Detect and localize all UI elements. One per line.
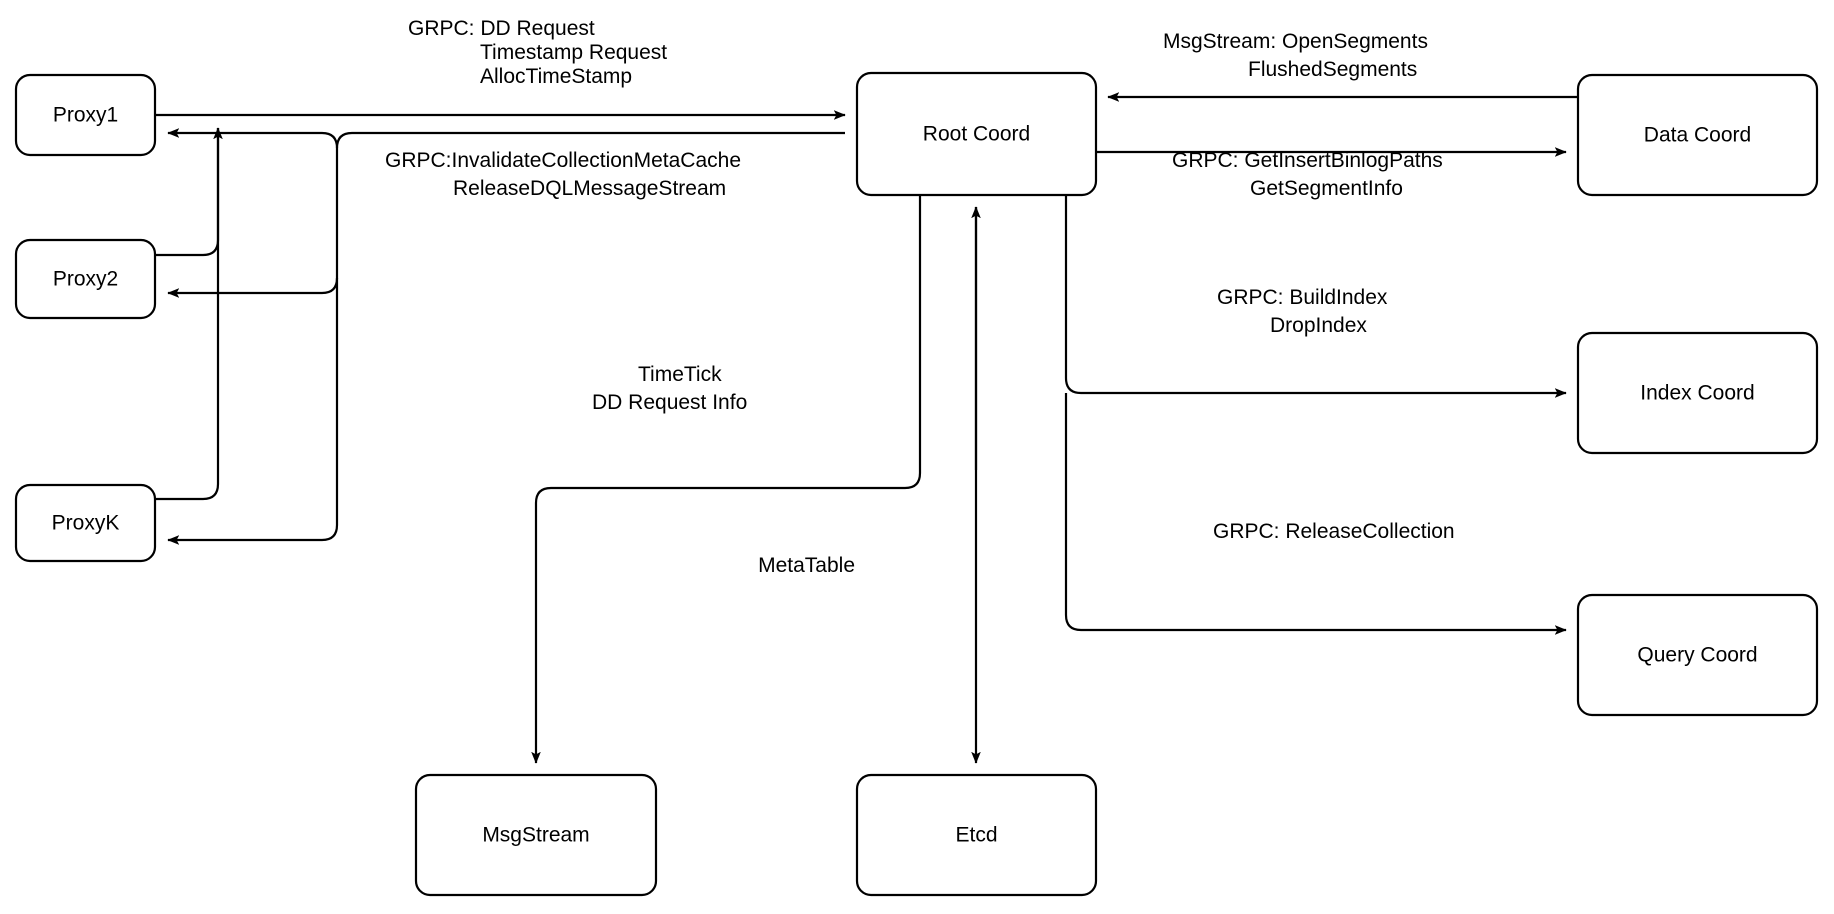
node-etcd-box[interactable] [855,773,1098,897]
edge-label-datacoord-to-rootcoord: MsgStream: OpenSegments FlushedSegments [1163,30,1434,81]
node-proxy2[interactable]: Proxy2 [14,238,157,320]
node-datacoord[interactable]: Data Coord [1576,73,1819,197]
edge-bus-branch-proxy2 [167,277,339,298]
edge-rootcoord-to-indexcoord [1064,195,1567,398]
edge-label-rootcoord-to-indexcoord: GRPC: BuildIndex DropIndex [1217,286,1393,337]
node-msgstream[interactable]: MsgStream [414,773,658,897]
edge-label-proxy-to-rootcoord: GRPC: DD Request Timestamp Request Alloc… [408,17,673,88]
edge-label-rootcoord-to-msgstream: TimeTick DD Request Info [592,363,747,414]
node-rootcoord-label: Root Coord [923,123,1030,146]
node-rootcoord[interactable]: Root Coord [855,71,1098,197]
edge-rootcoord-to-querycoord [1064,393,1567,635]
node-proxy1[interactable]: Proxy1 [14,73,157,157]
nodes-layer: Proxy1 Proxy2 ProxyK Root Coord Data Coo… [14,71,1819,897]
node-proxyk[interactable]: ProxyK [14,483,157,563]
node-indexcoord-label: Index Coord [1640,382,1754,405]
node-proxy1-label: Proxy1 [53,104,118,127]
node-msgstream-box[interactable] [414,773,658,897]
edge-rootcoord-to-proxy-bus [167,131,845,545]
node-querycoord-label: Query Coord [1637,644,1757,667]
node-etcd[interactable]: Etcd [855,773,1098,897]
node-rootcoord-box[interactable] [855,71,1098,197]
node-querycoord-box[interactable] [1576,593,1819,717]
edge-proxyk-merge-up [155,128,220,501]
node-datacoord-box[interactable] [1576,73,1819,197]
edge-labels-layer: GRPC: DD Request Timestamp Request Alloc… [385,17,1455,577]
node-msgstream-label: MsgStream [482,824,589,847]
node-indexcoord-box[interactable] [1576,331,1819,455]
edge-label-rootcoord-etcd: MetaTable [758,554,855,577]
edge-label-rootcoord-to-querycoord: GRPC: ReleaseCollection [1213,520,1455,543]
node-proxyk-box[interactable] [14,483,157,563]
edge-label-rootcoord-to-datacoord: GRPC: GetInsertBinlogPaths GetSegmentInf… [1172,149,1449,200]
edge-rootcoord-to-msgstream [531,195,922,764]
node-proxy2-box[interactable] [14,238,157,320]
node-proxyk-label: ProxyK [52,512,120,535]
node-etcd-label: Etcd [955,824,997,847]
edges-layer [155,92,1578,764]
edge-label-rootcoord-to-proxies: GRPC:InvalidateCollectionMetaCache Relea… [385,149,747,200]
edge-bus-branch-proxy1 [167,128,339,149]
node-proxy2-label: Proxy2 [53,268,118,291]
node-proxy1-box[interactable] [14,73,157,157]
node-querycoord[interactable]: Query Coord [1576,593,1819,717]
node-datacoord-label: Data Coord [1644,124,1751,147]
node-indexcoord[interactable]: Index Coord [1576,331,1819,455]
edge-proxy2-merge-up [155,127,223,257]
